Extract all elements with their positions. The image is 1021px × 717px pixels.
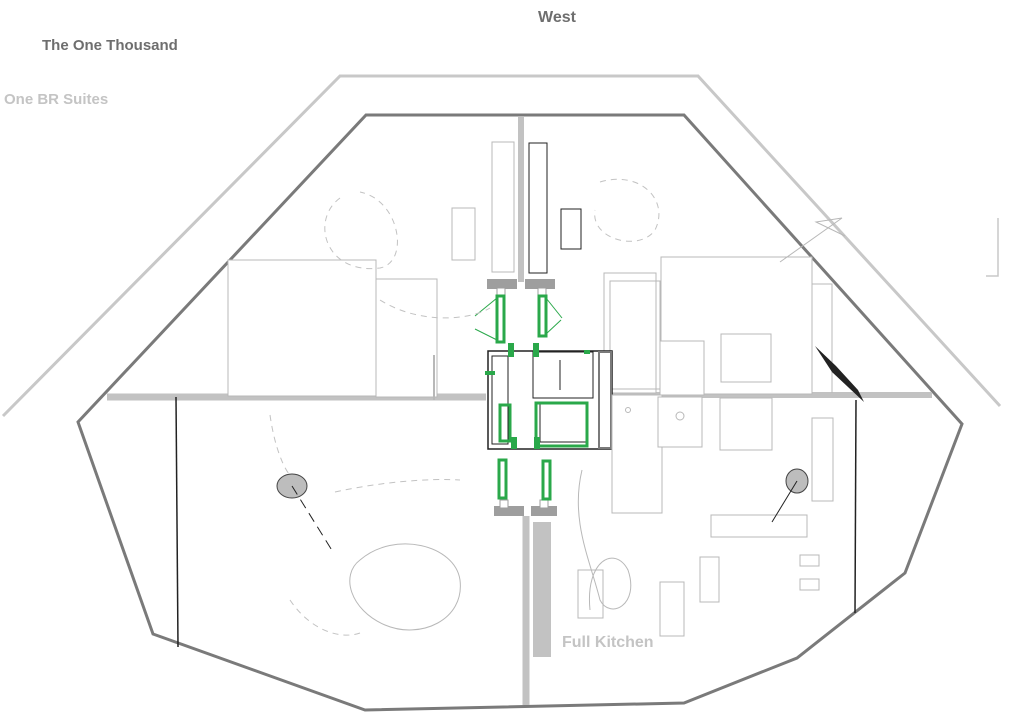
green-hinge-6 [584,350,590,354]
desk-left [375,278,438,398]
door-jamb-inner-lower [499,499,509,509]
unit-type-label: One BR Suites [4,91,109,108]
fridge [659,581,685,637]
door-jamb-inner-lower-2 [539,499,549,509]
closet-dark [528,142,548,274]
right-room-divider [854,399,857,614]
sketch-curve-3 [594,178,660,242]
bathroom-vanity [491,355,509,445]
door-jamb-lower-left [494,506,524,516]
dishwasher [719,397,773,451]
dim-line-right [771,480,798,523]
corner-window-right [812,283,833,393]
bathroom-shower [532,351,594,399]
compass-west-label: West [538,9,576,26]
sketch-curve-2 [379,299,491,319]
green-door-upper-right [537,294,548,338]
dresser-left [451,207,476,261]
bed-right-pillow [720,333,772,383]
wardrobe-right-inner [609,280,661,390]
bed-left [227,259,377,397]
door-swing-2 [474,328,498,341]
bathroom-wall-right [598,351,612,449]
sketch-loop-kitchen [577,469,632,611]
nightstand-dark [560,208,582,250]
kitchen-label: Full Kitchen [562,634,654,651]
door-jamb-upper-left [487,279,517,289]
small-cabinet-2 [799,578,820,591]
dim-line-left [291,485,334,553]
sketch-arrow-top-right [779,217,846,263]
bathroom-tub [539,403,587,443]
green-hinge-5 [534,437,540,449]
kitchen-counter-l [611,394,663,514]
door-jamb-lower-right [531,506,557,516]
sketch-curve-1 [324,191,398,270]
sketch-loop-dining [349,543,461,631]
sink-basin [675,411,685,421]
green-hinge-3 [485,371,495,375]
stove-knob [625,407,631,413]
unit-perimeter-wall [76,113,964,712]
direction-arrow [815,346,864,402]
green-hinge-2 [533,343,539,357]
sketch-curve-4 [334,479,461,493]
closet-light [491,141,515,273]
door-jamb-upper-right [525,279,555,289]
small-cabinet-1 [799,554,820,567]
pantry [699,556,720,603]
green-fixture-bath-a [534,401,589,448]
tall-cabinet [811,417,834,502]
green-hinge-1 [508,343,514,357]
kitchen-sink [657,396,703,448]
green-door-lower-left [497,458,508,500]
dresser-right [659,340,705,396]
outer-shell-wall [1,74,1002,418]
green-door-upper-left [495,294,506,344]
building-name-label: The One Thousand [42,37,178,54]
left-room-divider [175,396,179,648]
door-swing-3 [545,297,563,319]
sketch-curve-5 [269,414,291,476]
green-hinge-4 [511,437,517,449]
kitchen-island [577,569,604,619]
outer-shell-wall-right-stub [986,218,999,277]
door-swing-4 [545,319,562,335]
green-door-lower-right [541,459,552,501]
sketch-curve-6 [289,599,361,636]
green-fixture-bath-b [498,403,512,443]
dining-table [710,514,808,538]
